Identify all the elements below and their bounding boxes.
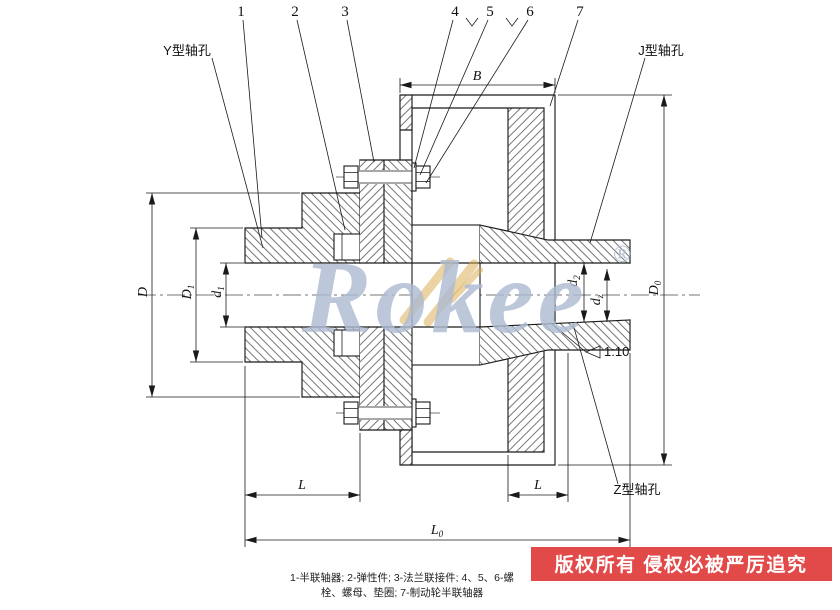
watermark-flash-2 [423,259,479,327]
label-j-hole: J型轴孔 [638,43,684,58]
dim-L-right-label: L [533,478,542,493]
dim-L-left-label: L [297,478,306,493]
washer-bottom [411,398,417,428]
callout-6: 6 [526,4,534,20]
dim-D1: D1 [180,227,243,363]
dim-D-extensions [146,192,300,398]
label-z-hole: Z型轴孔 [614,482,661,497]
dim-d2: d2 [566,263,588,322]
bolt-head-facets-bottom [344,408,358,418]
callout-1: 1 [237,4,245,20]
callout-4: 4 [451,4,459,20]
dim-d2-label: d2 [566,275,582,287]
leader-4 [413,19,454,169]
taper-triangle-icon [584,345,601,359]
dim-D1-label: D1 [180,285,196,301]
right-half-coupling-hub [411,224,631,366]
part-callouts: 1 2 3 4 5 6 7 [237,4,584,239]
dim-L0-label: L0 [430,523,444,539]
watermark-flash-1 [399,257,455,325]
leader-5 [419,19,489,176]
label-taper: 1:10 [604,344,629,359]
dim-D0-label: D0 [647,280,663,296]
leader-j-hole [589,57,646,244]
dim-D-label: D [136,287,151,298]
bolt-head-facets-top [344,172,358,182]
dim-B: B [399,69,556,93]
bore-lines [244,262,631,328]
leader-6 [425,19,529,184]
copyright-banner: 版权所有 侵权必被严厉追究 [531,547,832,581]
bolt-head-top [343,165,359,189]
leader-z-hole [572,323,619,485]
bolt-assembly-bottom [343,398,431,428]
dim-L-right: L [507,353,569,502]
drum-flange-hatch-bottom [400,430,412,465]
leader-taper [551,323,587,353]
nut-top [415,165,431,189]
brake-wheel-drum [399,94,556,466]
dim-d1: d1 [210,262,244,328]
registered-mark-icon: ® [613,242,631,268]
group-mark-5-6 [505,17,519,27]
callout-7: 7 [576,4,584,20]
dim-L0: L0 [245,353,631,547]
bolt-shank-top [358,170,412,184]
copyright-text: 版权所有 侵权必被严厉追究 [555,553,808,576]
figure-caption: 1-半联轴器; 2-弹性件; 3-法兰联接件; 4、5、6-螺 栓、螺母、垫圈;… [290,571,515,599]
dim-D0-extensions [558,94,672,466]
bolt-shank-mask-top [358,170,412,184]
dim-D: D [136,192,300,398]
dim-L-left: L [244,366,361,547]
bore-type-labels: Y型轴孔 J型轴孔 Z型轴孔 1:10 [163,43,684,497]
drum-flange-hatch-top [400,95,412,130]
dim-d1-label: d1 [210,286,226,298]
nut-facets-top [416,172,430,182]
left-half-coupling [244,159,361,431]
dim-dz: dz [589,269,611,322]
group-mark-4-5 [465,17,479,27]
leader-y-hole [211,57,264,249]
callout-2: 2 [291,4,299,20]
nut-bottom [415,401,431,425]
leader-3 [346,19,375,163]
drum-outline [399,94,556,466]
bolt-head-bottom [343,401,359,425]
dim-D0: D0 [558,94,672,466]
bolt-shank-bottom [358,406,412,420]
flange-connector-outline [359,107,413,453]
watermark-flash-3 [449,267,483,303]
dim-B-label: B [473,69,482,84]
leader-1 [242,19,263,239]
caption-line-1: 1-半联轴器; 2-弹性件; 3-法兰联接件; 4、5、6-螺 [290,571,515,584]
drum-web-hatch-top [508,108,544,238]
nut-facets-bottom [416,408,430,418]
leader-7 [549,19,579,107]
label-y-hole: Y型轴孔 [163,43,211,58]
drum-web-hatch-bottom [508,352,544,452]
leader-2 [296,19,346,231]
copyright-banner-bg [531,547,832,581]
watermark: Rokee ® [301,240,631,355]
watermark-text: Rokee [301,240,588,355]
right-hub-outline [479,224,631,366]
callout-3: 3 [341,4,349,20]
right-hub-hatch-top [480,225,630,263]
bolt-shank-mask-bottom [358,406,412,420]
right-hub-hatch-bottom [480,320,630,365]
caption-line-2: 栓、螺母、垫圈; 7-制动轮半联轴器 [321,586,484,599]
dim-L-left-extensions [244,366,361,547]
callout-5: 5 [486,4,494,20]
dim-dz-label: dz [589,294,605,305]
